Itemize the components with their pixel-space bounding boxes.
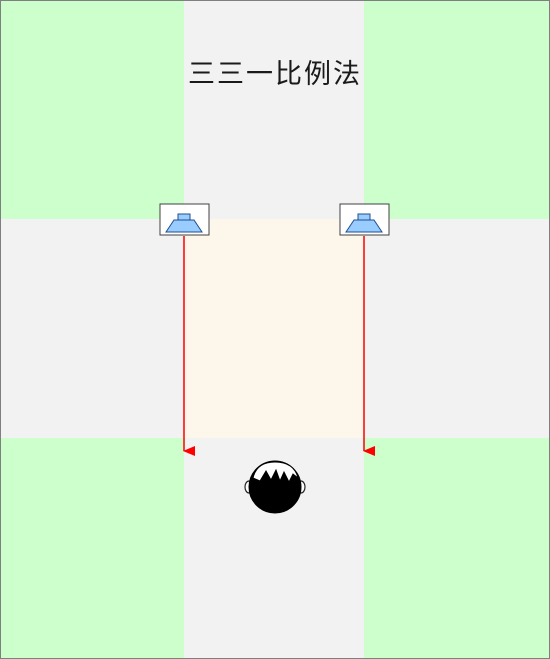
- top-center-gray-zone: [184, 1, 364, 219]
- speaker-icon: [345, 213, 383, 233]
- bottom-right-green-zone: [364, 438, 549, 658]
- left-speaker: [159, 203, 210, 236]
- listener-head-icon: [244, 460, 306, 514]
- middle-right-gray-zone: [364, 219, 549, 438]
- top-right-green-zone: [364, 1, 549, 219]
- middle-left-gray-zone: [1, 219, 184, 438]
- listening-area-zone: [184, 219, 364, 438]
- speaker-icon: [165, 213, 203, 233]
- bottom-left-green-zone: [1, 438, 184, 658]
- face: [252, 461, 299, 484]
- top-left-green-zone: [1, 1, 184, 219]
- right-speaker: [339, 203, 390, 236]
- diagram-title: 三三一比例法: [188, 59, 362, 90]
